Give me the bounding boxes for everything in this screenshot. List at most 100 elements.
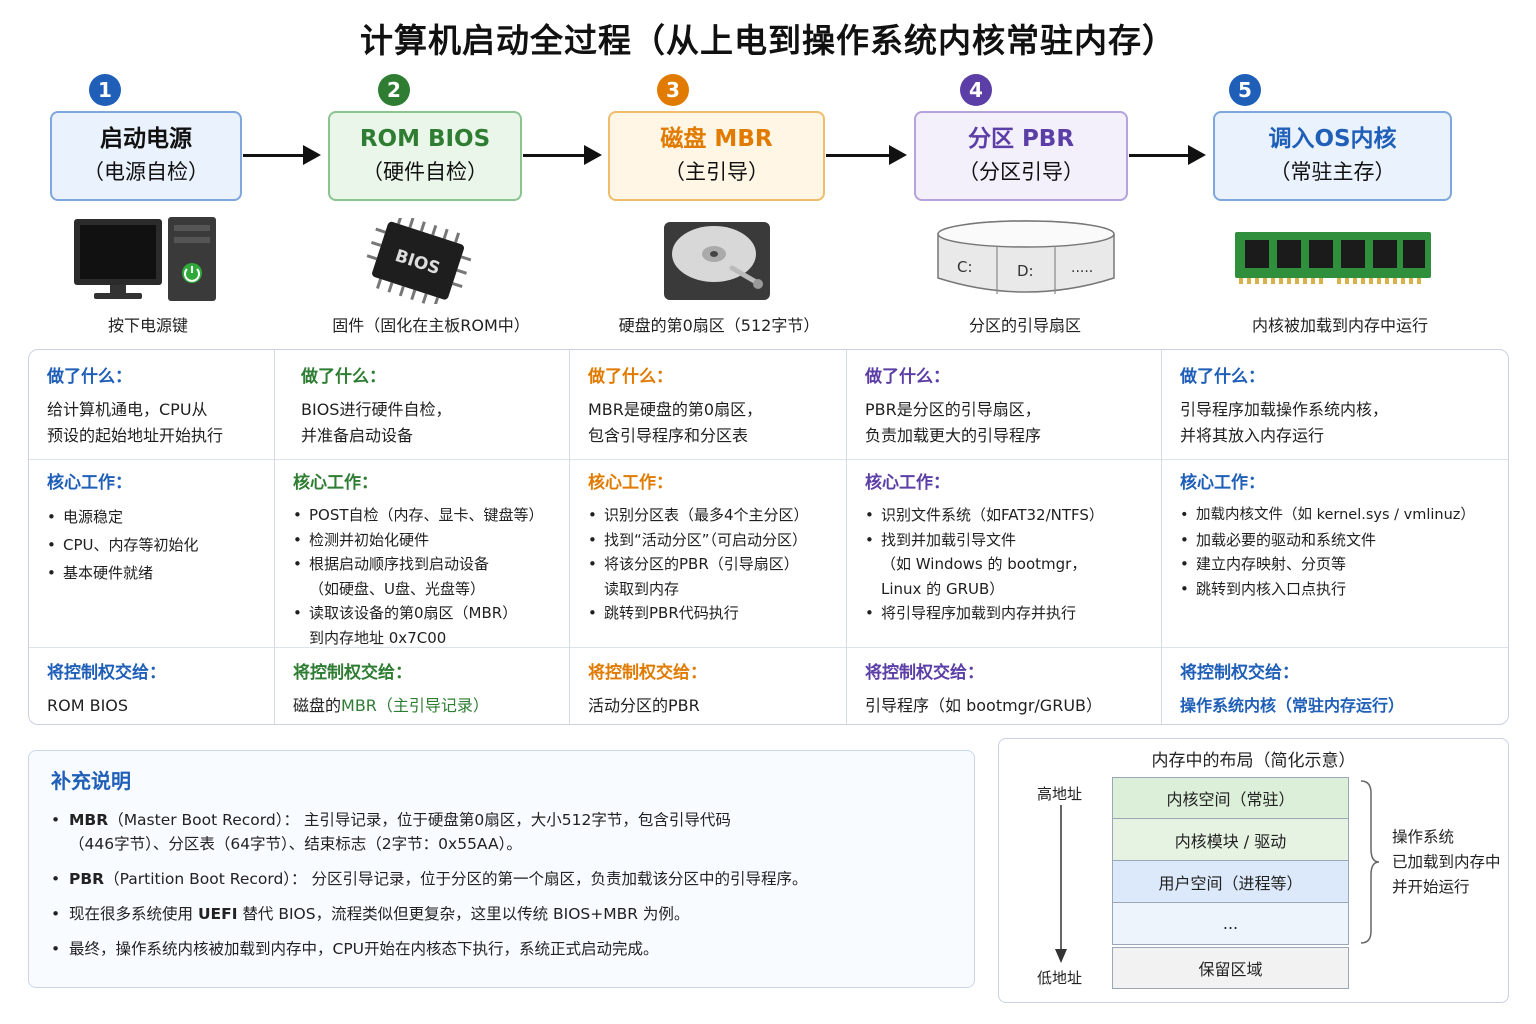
handoff-value: 活动分区的PBR [588, 696, 700, 715]
bios-chip-icon: BIOS [366, 218, 472, 304]
detail-grid: 做了什么： 给计算机通电，CPU从 预设的起始地址开始执行 核心工作： 电源稳定… [28, 349, 1509, 725]
brace-icon [1360, 780, 1380, 944]
note-item: 最终，操作系统内核被加载到内存中，CPU开始在内核态下执行，系统正式启动完成。 [51, 937, 974, 961]
partition-disk-icon: C: D: ..... [937, 220, 1115, 294]
memory-side-note: 操作系统 已加载到内存中 并开始运行 [1392, 825, 1501, 900]
stage-caption: 硬盘的第0扇区（512字节） [618, 316, 820, 335]
flow-arrow [523, 145, 602, 165]
core-item: 跳转到PBR代码执行 [588, 601, 846, 626]
page-title: 计算机启动全过程（从上电到操作系统内核常驻内存） [360, 21, 1176, 60]
stage-disk-mbr: 磁盘 MBR （主引导） [608, 111, 825, 201]
hard-disk-icon [664, 222, 770, 300]
what-line: 并将其放入内存运行 [1180, 426, 1325, 445]
stage-caption: 按下电源键 [107, 316, 188, 335]
handoff-label: 将控制权交给： [293, 663, 412, 683]
step-badge-2: 2 [378, 74, 410, 106]
what-line: 包含引导程序和分区表 [588, 426, 749, 445]
detail-column-kernel: 做了什么： 引导程序加载操作系统内核， 并将其放入内存运行 核心工作： 加载内核… [1162, 350, 1508, 724]
note-text: 最终，操作系统内核被加载到内存中，CPU开始在内核态下执行，系统正式启动完成。 [69, 940, 659, 958]
note-text: （Master Boot Record）： 主引导记录，位于硬盘第0扇区，大小5… [108, 811, 731, 829]
what-line: PBR是分区的引导扇区， [865, 400, 1041, 419]
core-item: 检测并初始化硬件 [293, 528, 569, 553]
what-line: 并准备启动设备 [301, 426, 414, 445]
detail-column-bios: 做了什么： BIOS进行硬件自检， 并准备启动设备 核心工作： POST自检（内… [275, 350, 570, 724]
step-badge-5: 5 [1229, 74, 1261, 106]
memory-block-user-space: 用户空间（进程等） [1112, 861, 1349, 903]
svg-text:D:: D: [1017, 262, 1034, 280]
svg-text:C:: C: [957, 258, 973, 276]
core-item: 识别文件系统（如FAT32/NTFS） [865, 503, 1161, 528]
core-item: 根据启动顺序找到启动设备 [293, 552, 569, 577]
memory-block-kernel-space: 内核空间（常驻） [1112, 777, 1349, 819]
core-item-cont: （如 Windows 的 bootmgr， [881, 555, 1087, 573]
high-address-label: 高地址 [1037, 785, 1083, 803]
note-item: 现在很多系统使用 UEFI 替代 BIOS，流程类似但更复杂，这里以传统 BIO… [51, 902, 974, 926]
core-label: 核心工作： [293, 473, 378, 493]
step-badge-1: 1 [89, 74, 121, 106]
memory-block-ellipsis: ... [1112, 903, 1349, 945]
memory-layout-title: 内存中的布局（简化示意） [1151, 751, 1356, 771]
detail-column-pbr: 做了什么： PBR是分区的引导扇区， 负责加载更大的引导程序 核心工作： 识别文… [847, 350, 1162, 724]
stage-title: 启动电源 [100, 126, 192, 152]
core-item: 建立内存映射、分页等 [1180, 552, 1508, 577]
memory-side-line: 已加载到内存中 [1392, 853, 1501, 871]
stage-caption: 固件（固化在主板ROM中） [332, 316, 530, 335]
stage-title: 分区 PBR [967, 126, 1075, 152]
note-term: UEFI [197, 905, 238, 923]
handoff-label: 将控制权交给： [588, 663, 707, 683]
notes-heading: 补充说明 [51, 769, 131, 793]
core-item: 将该分区的PBR（引导扇区） [588, 552, 846, 577]
memory-block-reserved: 保留区域 [1112, 947, 1349, 989]
note-term: PBR [69, 870, 105, 888]
core-item-cont: 到内存地址 0x7C00 [309, 628, 447, 647]
low-address-label: 低地址 [1037, 969, 1083, 987]
what-label: 做了什么： [865, 367, 950, 387]
core-item: 将引导程序加载到内存并执行 [865, 601, 1161, 626]
core-item-cont: 读取到内存 [604, 579, 680, 598]
stage-caption: 分区的引导扇区 [968, 316, 1081, 335]
handoff-prefix: 磁盘的 [293, 696, 342, 715]
memory-side-line: 并开始运行 [1392, 878, 1470, 896]
memory-layout-panel: 内存中的布局（简化示意） 高地址 低地址 内核空间（常驻） 内核模块 / 驱动 … [998, 738, 1509, 1003]
core-item: 加载必要的驱动和系统文件 [1180, 528, 1508, 553]
what-line: 引导程序加载操作系统内核， [1180, 400, 1389, 419]
detail-column-mbr: 做了什么： MBR是硬盘的第0扇区， 包含引导程序和分区表 核心工作： 识别分区… [570, 350, 847, 724]
address-arrow [1055, 805, 1067, 963]
what-line: BIOS进行硬件自检， [301, 400, 452, 419]
stage-title: ROM BIOS [359, 126, 491, 152]
what-line: 负责加载更大的引导程序 [865, 426, 1042, 445]
handoff-value: ROM BIOS [47, 696, 129, 715]
flow-arrow [243, 145, 321, 165]
note-item: PBR（Partition Boot Record）： 分区引导记录，位于分区的… [51, 867, 974, 891]
core-item-cont: （如硬盘、U盘、光盘等） [309, 579, 485, 598]
handoff-label: 将控制权交给： [47, 663, 166, 683]
stage-caption: 内核被加载到内存中运行 [1251, 316, 1428, 335]
flow-arrow [826, 145, 907, 165]
stage-rom-bios: ROM BIOS （硬件自检） [328, 111, 522, 201]
what-label: 做了什么： [1180, 367, 1265, 387]
what-label: 做了什么： [301, 367, 386, 387]
computer-power-icon [74, 217, 216, 301]
step-badge-3: 3 [657, 74, 689, 106]
step-badge-4: 4 [960, 74, 992, 106]
memory-module-icon [1235, 232, 1431, 284]
core-label: 核心工作： [1180, 473, 1265, 493]
core-label: 核心工作： [865, 473, 950, 493]
core-item: 电源稳定 [47, 503, 274, 531]
detail-column-power: 做了什么： 给计算机通电，CPU从 预设的起始地址开始执行 核心工作： 电源稳定… [29, 350, 275, 724]
core-item: 找到“活动分区”（可启动分区） [588, 528, 846, 553]
stage-subtitle: （电源自检） [83, 160, 209, 184]
note-term: MBR [69, 811, 109, 829]
stage-subtitle: （分区引导） [958, 160, 1084, 184]
what-label: 做了什么： [47, 367, 132, 387]
note-text: 现在很多系统使用 [69, 905, 198, 923]
note-text: （Partition Boot Record）： 分区引导记录，位于分区的第一个… [104, 870, 808, 888]
core-item: 基本硬件就绪 [47, 559, 274, 587]
what-label: 做了什么： [588, 367, 673, 387]
stage-subtitle: （常驻主存） [1269, 160, 1396, 184]
handoff-label: 将控制权交给： [865, 663, 984, 683]
handoff-value: 引导程序（如 bootmgr/GRUB） [865, 696, 1103, 715]
core-item: POST自检（内存、显卡、键盘等） [293, 503, 569, 528]
core-item: 加载内核文件（如 kernel.sys / vmlinuz） [1180, 503, 1508, 528]
what-line: 给计算机通电，CPU从 [47, 400, 208, 419]
